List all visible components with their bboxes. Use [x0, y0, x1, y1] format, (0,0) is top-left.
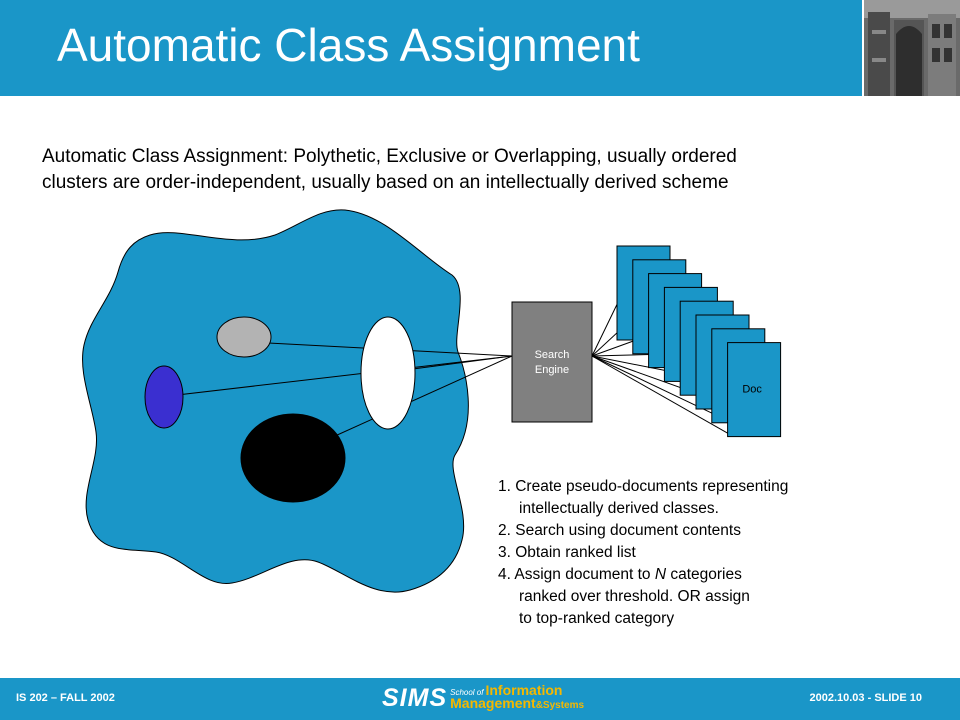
slide-number: 2002.10.03 - SLIDE 10 — [809, 692, 922, 704]
document-space-blob — [82, 209, 469, 593]
step-4-n: N — [654, 566, 667, 583]
white-class-oval — [360, 316, 416, 430]
footer-bar: IS 202 – FALL 2002 SIMS School of Inform… — [0, 678, 960, 720]
link-blue-oval — [159, 355, 513, 398]
search-engine-label-line1: Search — [535, 349, 570, 361]
logo-management-text: Management — [450, 695, 536, 711]
search-engine-box — [511, 301, 593, 423]
gray-class-oval — [216, 316, 272, 358]
logo-sims-text: SIMS — [382, 683, 448, 712]
intro-line-2: clusters are order-independent, usually … — [42, 172, 729, 193]
logo-information-text: Information — [485, 682, 563, 698]
step-2: 2. Search using document contents — [498, 522, 741, 539]
logo-row-2: Management &Systems — [450, 695, 585, 711]
building-photo — [864, 0, 960, 96]
document-card — [727, 342, 782, 438]
logo-school-text: School of — [450, 688, 484, 697]
black-class-oval — [240, 413, 346, 503]
step-4-line-1: 4. Assign document to N categories — [498, 564, 788, 586]
link-black-oval — [334, 355, 513, 437]
title-bar: Automatic Class Assignment — [0, 0, 862, 96]
search-engine-label-line2: Engine — [535, 364, 569, 376]
logo-row-1: School of Information — [450, 682, 584, 698]
logo-systems-text: &Systems — [535, 700, 585, 711]
slide-title: Automatic Class Assignment — [57, 19, 640, 71]
engine-to-doc-link — [591, 355, 734, 438]
step-4-text-a: 4. Assign document to — [498, 566, 655, 583]
blue-class-oval — [144, 365, 184, 429]
step-4-line-2: ranked over threshold. OR assign — [519, 588, 750, 605]
step-1-line-1: 1. Create pseudo-documents representing — [498, 478, 789, 495]
ranked-document-stack: Doc — [591, 245, 782, 438]
sims-logo: SIMS School of Information Management &S… — [382, 681, 584, 715]
step-3: 3. Obtain ranked list — [498, 544, 636, 561]
course-label: IS 202 – FALL 2002 — [16, 692, 115, 704]
process-steps: 1. Create pseudo-documents representing … — [498, 476, 788, 630]
step-1-line-2: intellectually derived classes. — [519, 500, 719, 517]
step-4-line-3: to top-ranked category — [519, 610, 675, 627]
logo-text-stack: School of Information Management &System… — [450, 682, 585, 711]
intro-line-1: Automatic Class Assignment: Polythetic, … — [42, 146, 737, 167]
intro-text: Automatic Class Assignment: Polythetic, … — [42, 144, 942, 196]
step-4-text-b: categories — [666, 566, 742, 583]
doc-label: Doc — [742, 384, 762, 396]
